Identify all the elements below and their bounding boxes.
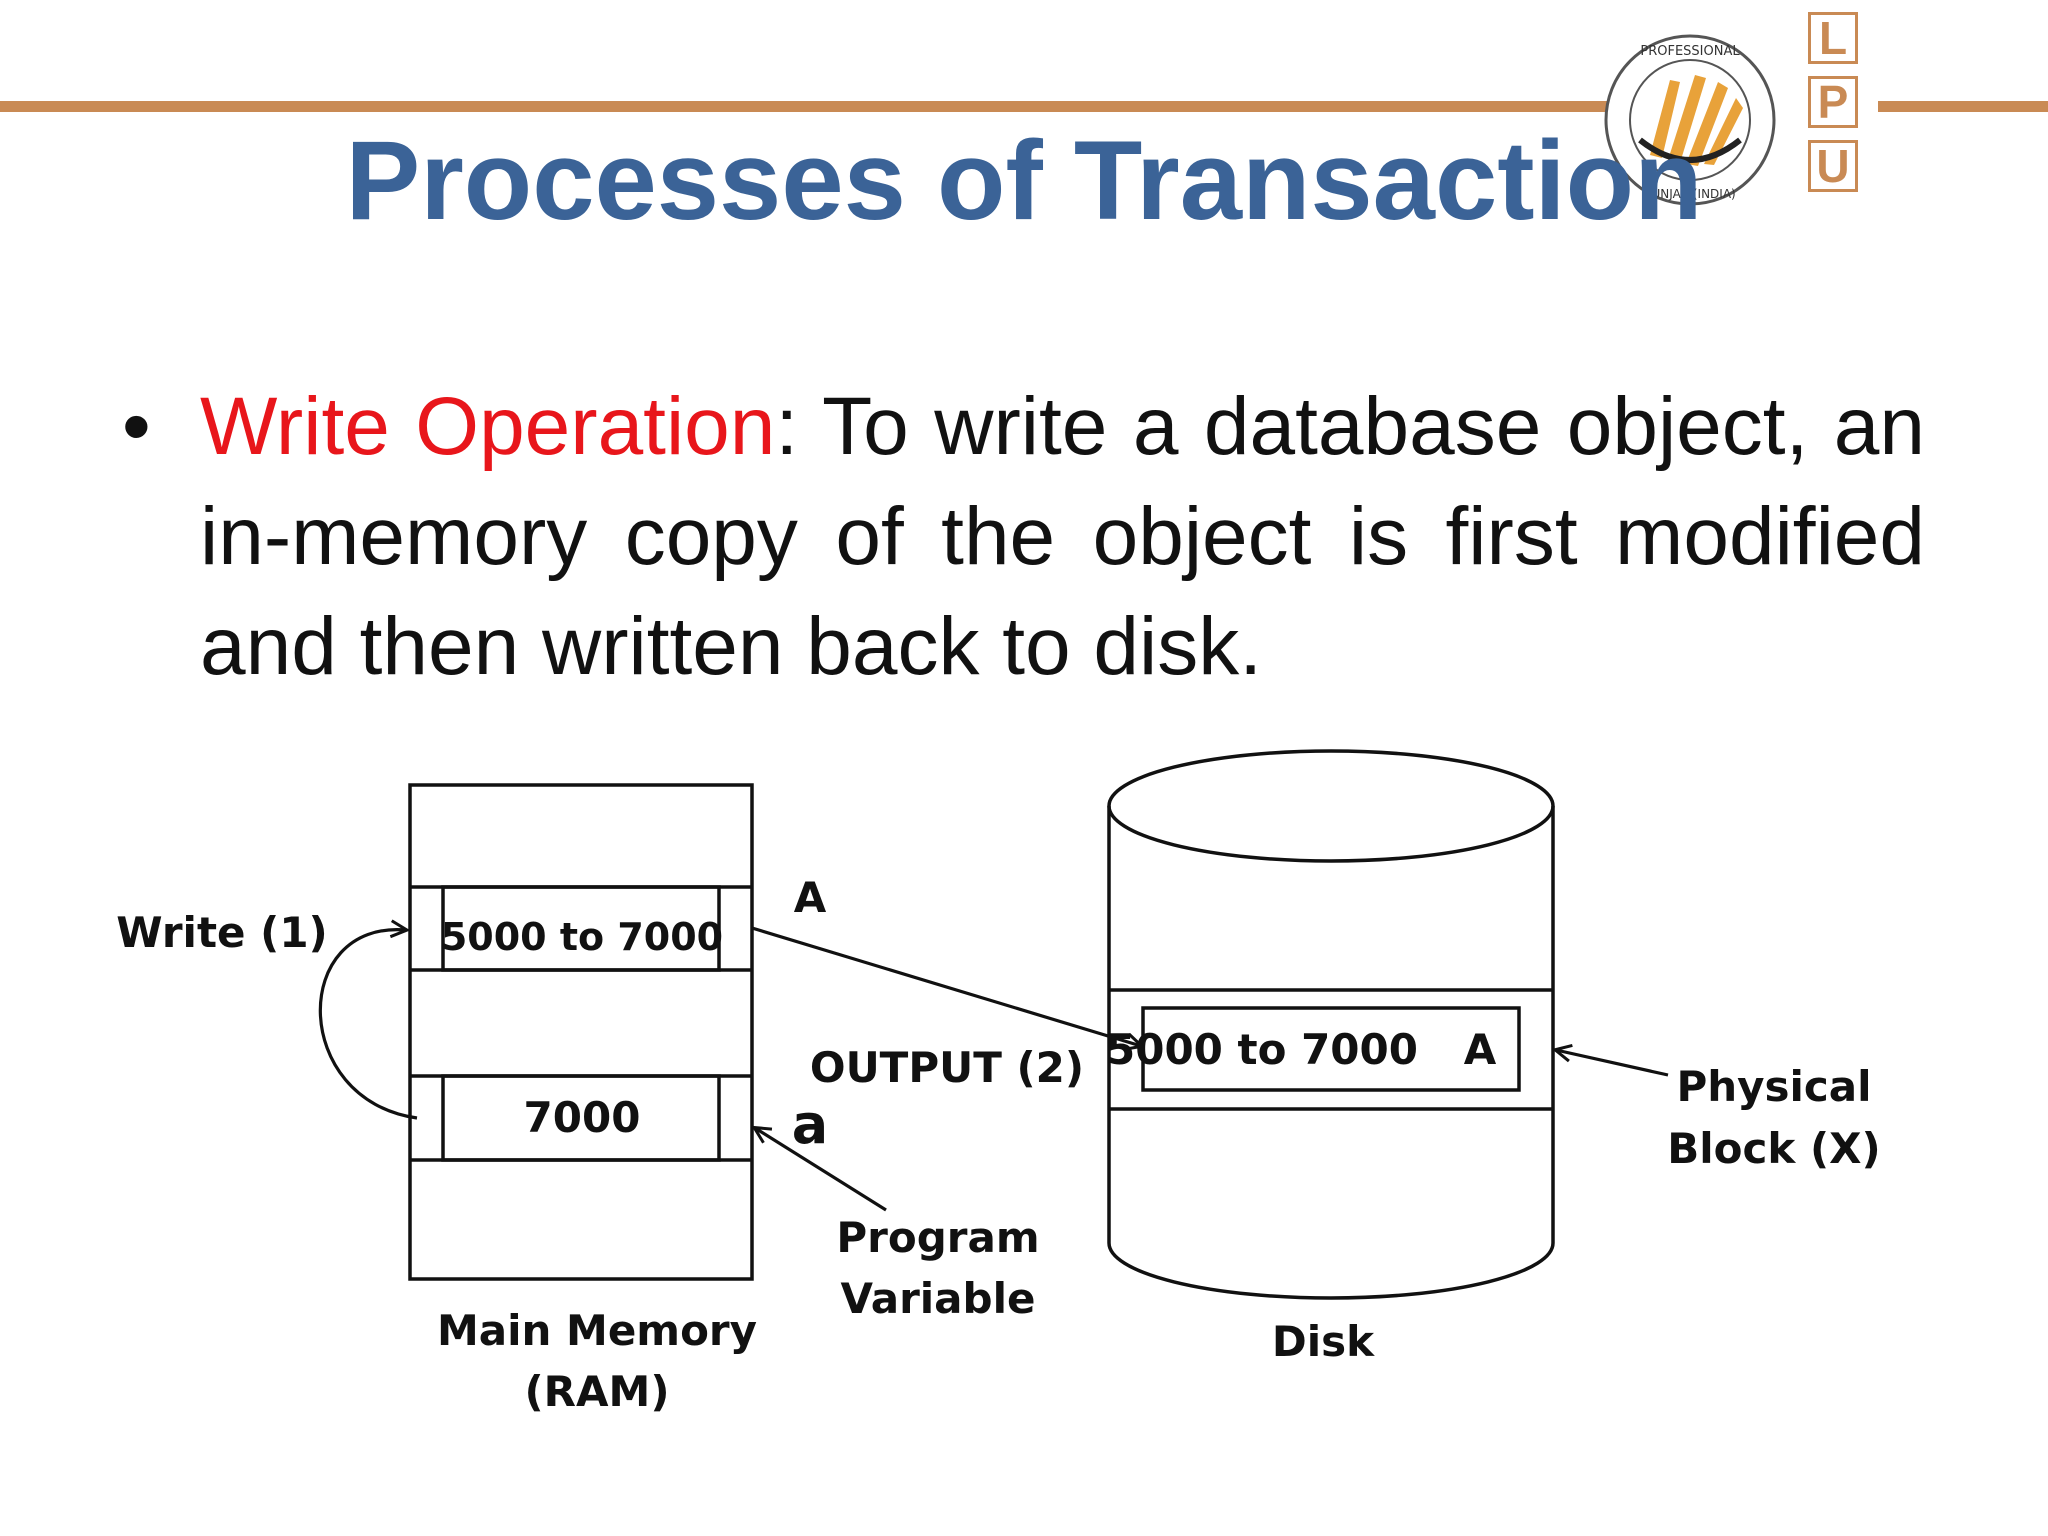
bullet-text: To write a database object, an in-memory… bbox=[200, 381, 1926, 692]
lpu-letter-l: L bbox=[1808, 12, 1858, 64]
disk-cylinder bbox=[1107, 749, 1555, 1300]
lpu-letter-u: U bbox=[1808, 140, 1858, 192]
write-curve-arrow bbox=[318, 930, 418, 1120]
bullet-dot-icon: • bbox=[122, 381, 151, 472]
disk-block-tag: A bbox=[1464, 1025, 1497, 1074]
term-separator: : bbox=[775, 381, 799, 472]
slide-title: Processes of Transaction bbox=[345, 118, 1703, 243]
write-label: Write (1) bbox=[116, 908, 328, 957]
main-memory-label-1: Main Memory bbox=[437, 1306, 757, 1355]
term-write-operation: Write Operation bbox=[200, 381, 776, 472]
lpu-logo: L P U bbox=[1808, 12, 1864, 204]
disk-label: Disk bbox=[1272, 1317, 1375, 1366]
physical-block-label-1: Physical bbox=[1676, 1062, 1871, 1111]
bullet-paragraph: • Write Operation: To write a database o… bbox=[122, 372, 1926, 702]
main-memory-stack bbox=[408, 783, 754, 1281]
university-seal-icon: PROFESSIONAL PUNJAB (INDIA) bbox=[1604, 34, 1776, 206]
svg-text:PUNJAB (INDIA): PUNJAB (INDIA) bbox=[1644, 187, 1735, 201]
physical-block-label-2: Block (X) bbox=[1667, 1124, 1881, 1173]
svg-text:PROFESSIONAL: PROFESSIONAL bbox=[1640, 44, 1740, 59]
memory-block-value: 5000 to 7000 bbox=[441, 915, 723, 959]
program-variable-label-1: Program bbox=[836, 1213, 1039, 1262]
top-rule-right bbox=[1878, 101, 2048, 112]
lpu-letter-p: P bbox=[1808, 76, 1858, 128]
program-variable-arrow bbox=[755, 1128, 887, 1212]
label-a-upper: A bbox=[794, 873, 827, 922]
physical-block-arrow bbox=[1556, 1050, 1669, 1077]
output-arrow bbox=[751, 926, 1141, 1046]
label-a-lower: a bbox=[792, 1093, 828, 1156]
memory-variable-value: 7000 bbox=[524, 1093, 641, 1142]
disk-block-value: 5000 to 7000 bbox=[1106, 1025, 1418, 1074]
output-label: OUTPUT (2) bbox=[810, 1043, 1084, 1092]
main-memory-label-2: (RAM) bbox=[524, 1367, 669, 1416]
top-rule-left bbox=[0, 101, 1610, 112]
program-variable-label-2: Variable bbox=[841, 1274, 1036, 1323]
